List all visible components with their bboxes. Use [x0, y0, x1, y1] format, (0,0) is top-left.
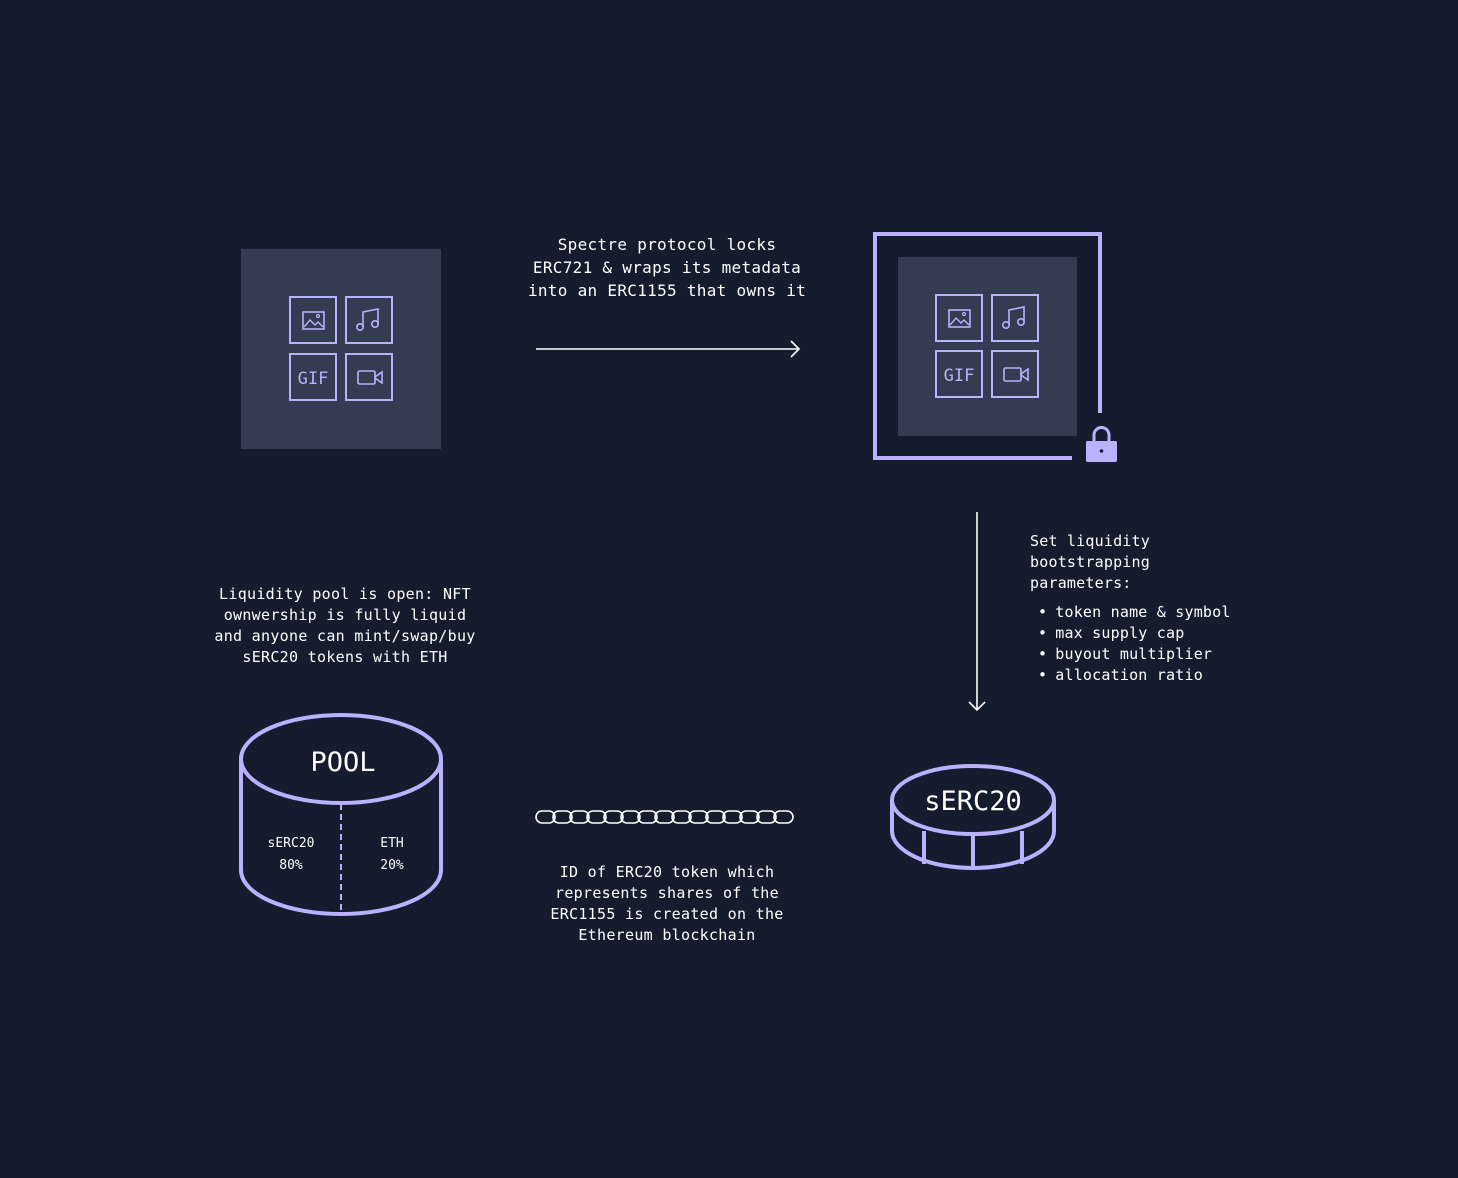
lock-caption-line: Spectre protocol locks — [557, 235, 777, 254]
chain-caption-line: Ethereum blockchain — [578, 926, 756, 944]
parameter-item: allocation ratio — [1030, 665, 1231, 686]
chain-link — [586, 810, 607, 824]
chain-caption: ID of ERC20 token which represents share… — [500, 862, 834, 946]
chain-link — [637, 810, 658, 824]
pool-title: POOL — [310, 747, 375, 778]
chain-link — [654, 810, 675, 824]
chain-link — [773, 810, 794, 824]
chain-link — [705, 810, 726, 824]
gif-label: GIF — [298, 369, 329, 389]
arrow-down-icon — [968, 512, 986, 712]
chain-link — [535, 810, 556, 824]
pool-left-token-name: sERC20 — [268, 836, 315, 851]
chain-link — [722, 810, 743, 824]
lock-caption-line: into an ERC1155 that owns it — [527, 281, 807, 300]
pool-left-token-share: 80% — [279, 858, 303, 873]
gif-icon — [935, 350, 983, 398]
pool-caption-line: sERC20 tokens with ETH — [242, 648, 448, 666]
parameter-item: token name & symbol — [1030, 602, 1231, 623]
chain-link — [620, 810, 641, 824]
image-icon — [935, 294, 983, 342]
parameter-item: max supply cap — [1030, 623, 1231, 644]
chain-link — [671, 810, 692, 824]
pool-caption-line: ownwership is fully liquid — [223, 606, 467, 624]
pool-right-token-name: ETH — [380, 836, 403, 851]
parameters-panel: Set liquidity bootstrapping parameters: … — [1030, 531, 1231, 686]
chain-link — [552, 810, 573, 824]
chain-link — [688, 810, 709, 824]
pool-caption-line: Liquidity pool is open: NFT — [219, 585, 471, 603]
parameters-heading-line: Set liquidity — [1030, 532, 1150, 550]
parameter-item: buyout multiplier — [1030, 644, 1231, 665]
arrow-right-icon — [536, 340, 801, 358]
chain-link — [739, 810, 760, 824]
image-icon — [289, 296, 337, 344]
music-note-icon — [991, 294, 1039, 342]
lock-icon — [1086, 426, 1117, 462]
pool-caption: Liquidity pool is open: NFT ownwership i… — [180, 584, 510, 668]
liquidity-pool-cylinder: POOL sERC20 80% ETH 20% — [239, 713, 443, 916]
locked-nft-frame: GIF — [873, 232, 1117, 462]
serc20-token-coin: sERC20 — [890, 764, 1056, 870]
nft-card: GIF — [241, 249, 441, 449]
chain-link — [756, 810, 777, 824]
parameters-heading-line: bootstrapping — [1030, 553, 1150, 571]
gif-label: GIF — [944, 366, 975, 386]
lock-caption: Spectre protocol locks ERC721 & wraps it… — [486, 233, 848, 302]
lock-caption-line: ERC721 & wraps its metadata — [532, 258, 802, 277]
chain-link — [603, 810, 624, 824]
music-note-icon — [345, 296, 393, 344]
chain-icon — [535, 810, 794, 824]
parameters-heading-line: parameters: — [1030, 574, 1132, 592]
chain-caption-line: ID of ERC20 token which — [559, 863, 775, 881]
parameters-list: token name & symbol max supply cap buyou… — [1030, 602, 1231, 686]
chain-link — [569, 810, 590, 824]
video-camera-icon — [991, 350, 1039, 398]
pool-right-token-share: 20% — [380, 858, 404, 873]
token-label: sERC20 — [924, 786, 1022, 817]
chain-caption-line: represents shares of the — [555, 884, 779, 902]
chain-caption-line: ERC1155 is created on the — [550, 905, 784, 923]
video-camera-icon — [345, 353, 393, 401]
pool-caption-line: and anyone can mint/swap/buy — [214, 627, 476, 645]
gif-icon — [289, 353, 337, 401]
